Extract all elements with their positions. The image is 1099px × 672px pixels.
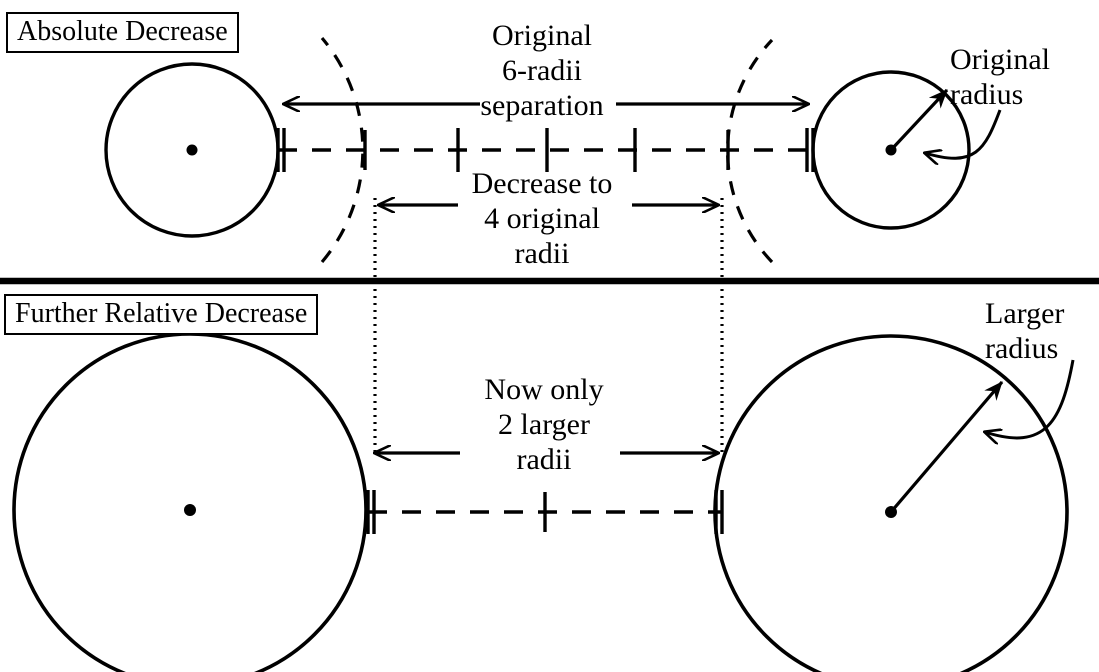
radius-arrow-larger xyxy=(889,380,1004,514)
circle-bottom-right-larger xyxy=(713,334,1069,672)
center-dot-bottom-left xyxy=(184,504,196,516)
circle-top-right-original xyxy=(811,70,971,230)
annotation-larger-radius: Larger radius xyxy=(985,297,1065,366)
circle-top-left-original xyxy=(104,62,280,238)
annotation-original-radius: Original radius xyxy=(950,43,1050,112)
panel-label-absolute-decrease: Absolute Decrease xyxy=(6,12,239,54)
annotation-original-separation: Original 6-radii separation xyxy=(480,19,604,123)
center-dot-top-left xyxy=(186,144,198,156)
radius-arrow-original xyxy=(889,88,949,152)
ghost-arc-left-original xyxy=(320,36,365,264)
bottom-measure-ticks xyxy=(366,490,724,534)
leader-curve-original-radius xyxy=(925,109,1002,158)
ghost-arc-right-original xyxy=(726,38,774,264)
circle-bottom-left-larger xyxy=(12,332,368,672)
annotation-decrease-to-4-original-radii: Decrease to 4 original radii xyxy=(471,167,613,271)
leader-curve-larger-radius xyxy=(985,359,1075,438)
panel-label-further-relative-decrease: Further Relative Decrease xyxy=(4,294,319,336)
annotation-now-only-2-larger-radii: Now only 2 larger radii xyxy=(484,373,604,477)
